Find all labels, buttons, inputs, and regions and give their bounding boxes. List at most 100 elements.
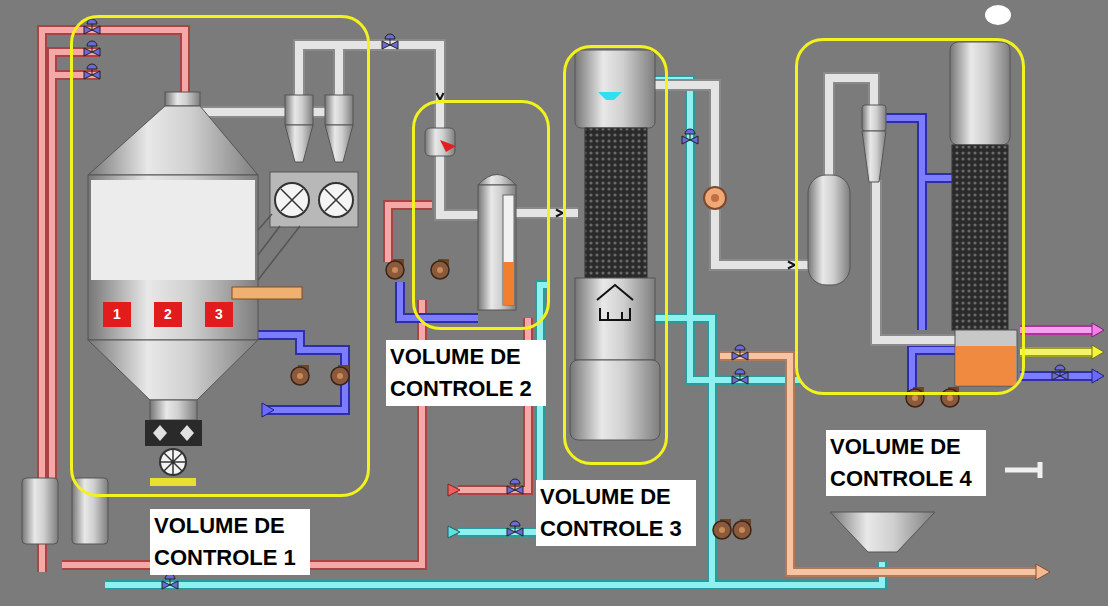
pipe-connector [668, 85, 795, 265]
pipe-outline [550, 207, 563, 219]
separator-cone [862, 131, 886, 182]
storage-tanks [22, 478, 108, 544]
stripping-section [808, 5, 1040, 552]
gas-pipe [550, 209, 563, 217]
gas-pipe [516, 209, 550, 217]
control-valve [382, 34, 398, 49]
column-sump [570, 360, 660, 440]
rotary-valve-vanes [153, 425, 194, 441]
pipe-outline [434, 100, 446, 130]
pump [431, 259, 449, 279]
separator [425, 128, 455, 156]
pipe-outline [333, 45, 345, 95]
pump [941, 387, 959, 407]
ducts [258, 214, 300, 280]
gas-pipe [436, 100, 444, 130]
valve [732, 345, 748, 360]
pump [713, 519, 731, 539]
separator [862, 105, 886, 131]
pipe-outline [720, 356, 1040, 572]
valve [84, 64, 100, 79]
product-outlets [720, 323, 1104, 580]
dryer-roof [88, 106, 258, 175]
cyclone-body [285, 95, 313, 125]
cyclone-cone [325, 125, 353, 162]
valve [507, 521, 523, 536]
gas-pipe [200, 95, 339, 112]
gas-pipe [440, 155, 480, 215]
valve [732, 369, 748, 384]
outlet-arrow [1036, 564, 1050, 580]
valve [162, 574, 178, 589]
fan-housing [270, 172, 358, 227]
dryer-tag [232, 287, 302, 299]
dryer-body [88, 175, 258, 340]
liquid-level [956, 346, 1016, 385]
zone-number: 3 [205, 302, 233, 327]
vent-pipe [1005, 462, 1040, 478]
inlet-arrow [262, 403, 274, 417]
cyclone-body [325, 95, 353, 125]
column-top [575, 50, 655, 128]
separator-spout [440, 140, 456, 152]
gas-pipe [876, 180, 955, 340]
inlet-arrow [448, 484, 460, 496]
pipe-outline [200, 95, 339, 112]
tank [22, 478, 58, 544]
pipe-outline [299, 45, 370, 95]
fan-blades [281, 189, 347, 211]
column-sump [955, 330, 1017, 386]
valve [1052, 365, 1068, 380]
control-volume: VOLUME DE CONTROLE 2 [412, 100, 550, 330]
outlet-arrow [1092, 323, 1104, 337]
pipe-connector [550, 213, 563, 214]
outlet-arrow [1092, 369, 1104, 383]
valve [507, 479, 523, 494]
valve [84, 41, 100, 56]
zone-number: 1 [103, 302, 131, 327]
condenser-tank [425, 128, 516, 310]
gas-pipe [668, 85, 795, 265]
pipe-outline [668, 85, 795, 265]
tank [478, 185, 516, 310]
funnel [830, 512, 935, 552]
dryer-cone [88, 340, 258, 400]
pipe-outline [1020, 347, 1098, 357]
pump [331, 365, 349, 385]
zone-number: 2 [154, 302, 182, 327]
pipe-outline [876, 180, 955, 340]
drain-pipe [720, 356, 1040, 572]
pipe-outline [440, 155, 480, 215]
hot-water-pipes [42, 30, 528, 572]
liquid-pipe [886, 118, 922, 330]
cyclone-cone [285, 125, 313, 162]
blower-hub [711, 194, 719, 202]
volume-label: VOLUME DE CONTROLE 4 [826, 430, 986, 496]
column-section [575, 278, 655, 360]
hot-pipe [388, 205, 432, 262]
tank [808, 175, 850, 285]
inlet-arrow [448, 526, 460, 538]
absorption-column [570, 50, 660, 440]
fan-tag [150, 478, 196, 486]
liquid-level [503, 262, 514, 305]
volume-label: VOLUME DE CONTROLE 2 [386, 340, 546, 406]
tank-dome [478, 175, 516, 186]
control-volume: VOLUME DE CONTROLE 4 [795, 38, 1025, 395]
pump [386, 259, 404, 279]
liquid-pipes [258, 118, 1104, 417]
volume-label: VOLUME DE CONTROLE 3 [536, 480, 696, 546]
pump [906, 387, 924, 407]
cyclones [258, 95, 358, 280]
spray-dryer [88, 92, 302, 486]
control-volume: VOLUME DE CONTROLE 1 [70, 15, 370, 497]
gas-pipe [335, 45, 343, 95]
blower [704, 187, 726, 209]
dryer-neck [165, 92, 200, 106]
vent-cloud [985, 5, 1011, 25]
level-glass [503, 195, 514, 305]
control-volume: VOLUME DE CONTROLE 3 [563, 45, 668, 465]
outlet-pipe [1020, 349, 1098, 355]
